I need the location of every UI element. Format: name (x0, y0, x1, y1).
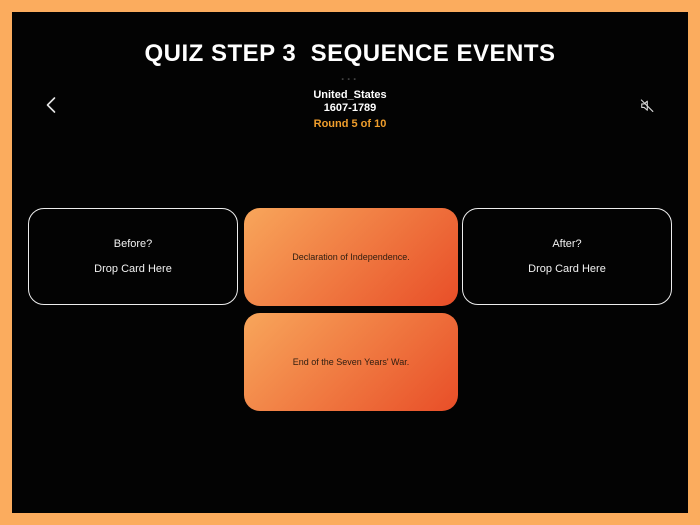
event-card-anchor: Declaration of Independence. (244, 208, 458, 306)
round-counter: Round 5 of 10 (313, 118, 387, 130)
drop-zone-after-hint: Drop Card Here (528, 263, 606, 275)
drop-zone-after[interactable]: After? Drop Card Here (462, 208, 672, 305)
mute-button[interactable] (633, 92, 660, 119)
chevron-left-icon (46, 97, 56, 113)
page-title: QUIZ STEP 3 SEQUENCE EVENTS (144, 40, 556, 67)
quiz-date-range: 1607-1789 (323, 102, 377, 114)
drop-zone-before-hint: Drop Card Here (94, 263, 172, 275)
round-info: ··· United_States 1607-1789 Round 5 of 1… (12, 72, 688, 131)
quiz-name: United_States (313, 89, 387, 101)
event-card-draggable[interactable]: End of the Seven Years' War. (244, 313, 458, 411)
drop-zone-before-question: Before? (113, 238, 153, 250)
event-card-draggable-text: End of the Seven Years' War. (292, 356, 410, 367)
drop-zone-before[interactable]: Before? Drop Card Here (28, 208, 238, 305)
speaker-slash-icon (640, 99, 654, 112)
quiz-stage: QUIZ STEP 3 SEQUENCE EVENTS ··· United_S… (12, 12, 688, 513)
ellipsis-indicator[interactable]: ··· (341, 72, 359, 86)
back-button[interactable] (40, 92, 61, 118)
event-card-anchor-text: Declaration of Independence. (292, 251, 410, 262)
drop-zone-after-question: After? (552, 238, 582, 250)
